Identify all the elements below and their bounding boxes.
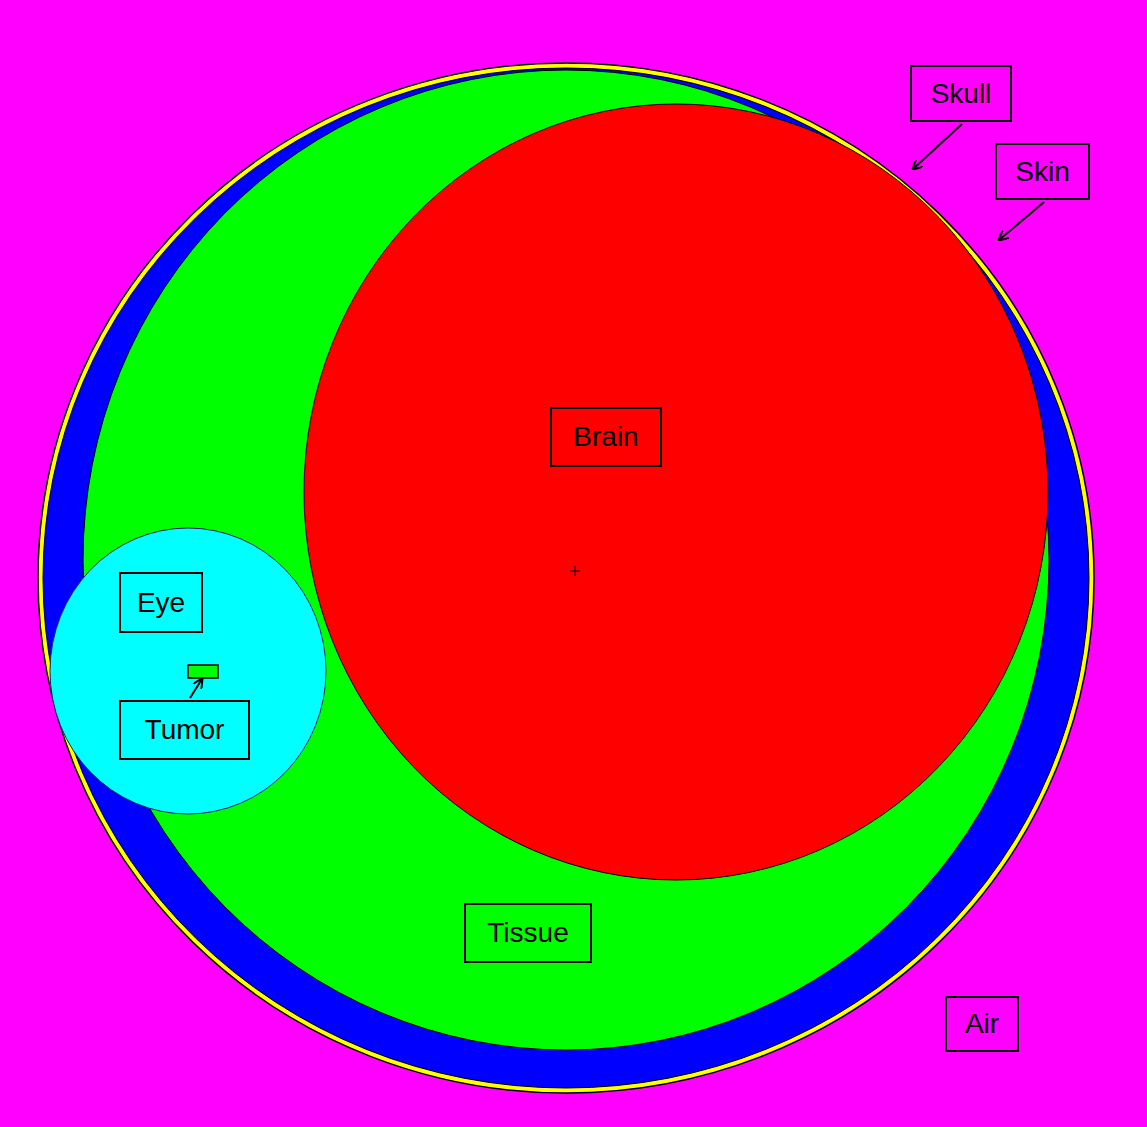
- leader-line: [190, 679, 202, 698]
- region-label: Skull: [931, 77, 992, 111]
- label-box: Brain: [550, 407, 662, 467]
- region-label: Air: [965, 1007, 999, 1041]
- tumor-region: [188, 665, 218, 678]
- leader-line: [913, 124, 962, 169]
- region-label: Skin: [1015, 155, 1069, 189]
- label-box: Eye: [119, 572, 203, 633]
- brain-region: [304, 104, 1048, 880]
- region-label: Eye: [137, 586, 185, 620]
- leader-line: [999, 202, 1044, 240]
- label-box: Skin: [995, 143, 1090, 200]
- region-label: Tissue: [487, 916, 568, 950]
- label-box: Skull: [910, 65, 1012, 122]
- label-box: Air: [945, 996, 1019, 1052]
- region-label: Tumor: [145, 713, 225, 747]
- center-mark: [570, 566, 580, 576]
- label-box: Tumor: [119, 700, 250, 760]
- skin-layer: [38, 63, 1094, 1093]
- skull-layer: [43, 68, 1089, 1088]
- label-box: Tissue: [464, 903, 592, 963]
- region-label: Brain: [573, 420, 638, 454]
- eye-region: [50, 528, 326, 814]
